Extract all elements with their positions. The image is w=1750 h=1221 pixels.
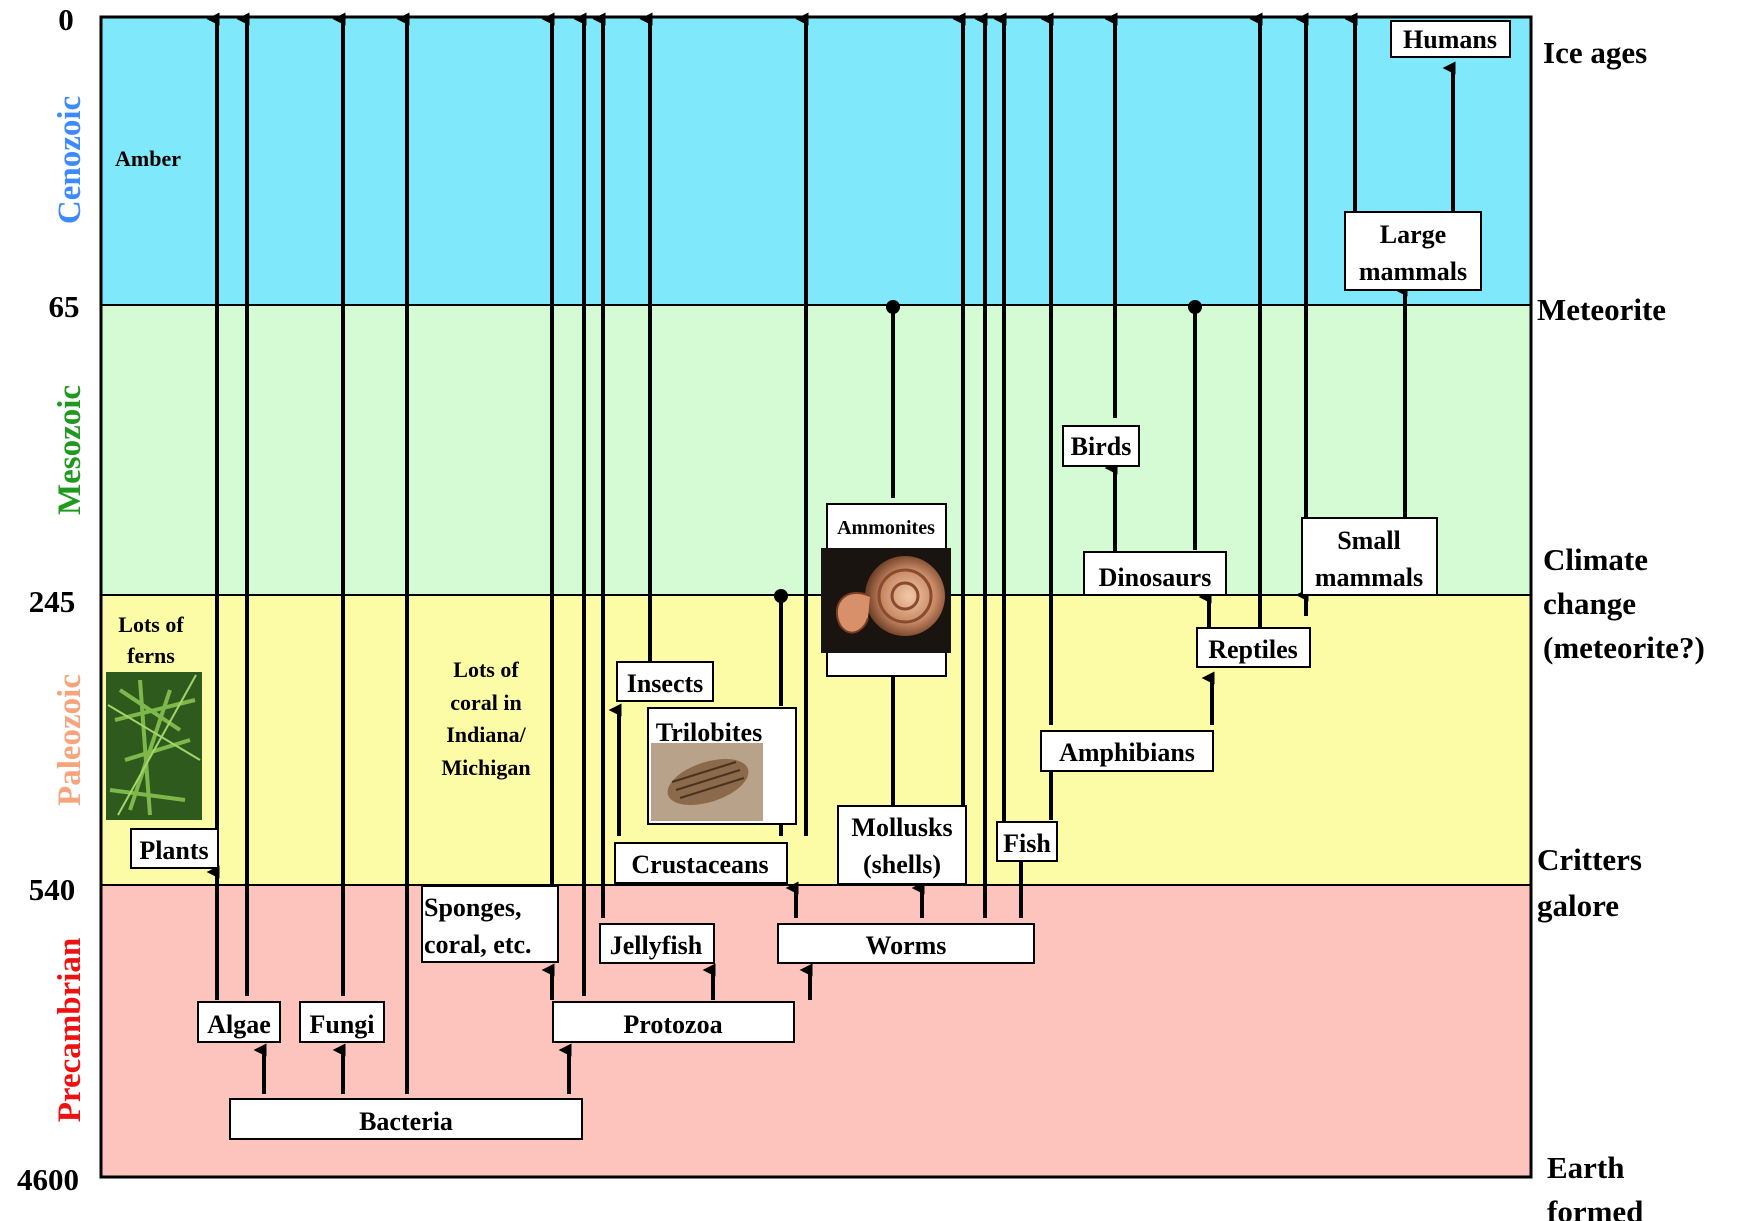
jellyfish-box: Jellyfish [599, 923, 715, 964]
trilobites-extinction-dot [774, 589, 788, 603]
small-mammals-box: Small mammals [1301, 517, 1438, 596]
crustaceans-box: Crustaceans [614, 842, 788, 884]
dinosaurs-box: Dinosaurs [1083, 551, 1227, 596]
note-coral-3: Indiana/ [446, 722, 526, 747]
fish-label: Fish [1003, 829, 1051, 858]
fish-box: Fish [996, 821, 1058, 862]
event-earth-formed-2: formed [1547, 1194, 1643, 1221]
era-label-paleozoic: Paleozoic [52, 674, 88, 806]
diagram-frame [99, 15, 1533, 1179]
tick-540: 540 [29, 872, 76, 907]
event-climate-change-1: Climate [1543, 542, 1648, 577]
insects-label: Insects [627, 669, 704, 698]
event-meteorite: Meteorite [1537, 292, 1666, 327]
reptiles-box: Reptiles [1196, 627, 1311, 668]
era-label-precambrian: Precambrian [52, 938, 88, 1123]
era-label-mesozoic: Mesozoic [52, 385, 88, 515]
plants-box: Plants [130, 828, 219, 869]
mollusks-label-1: Mollusks [851, 813, 952, 842]
paleozoic-band [101, 595, 1531, 885]
event-ice-ages: Ice ages [1543, 35, 1647, 70]
note-ferns-2: ferns [127, 643, 175, 668]
fungi-label: Fungi [309, 1010, 374, 1039]
ammonites-extinction-dot [886, 300, 900, 314]
dinosaurs-label: Dinosaurs [1099, 563, 1212, 592]
worms-box: Worms [777, 923, 1035, 964]
bacteria-box: Bacteria [229, 1098, 583, 1140]
event-critters-galore-2: galore [1537, 888, 1619, 923]
fungi-box: Fungi [299, 1001, 385, 1043]
event-earth-formed-1: Earth [1547, 1150, 1625, 1185]
humans-box: Humans [1390, 20, 1511, 58]
protozoa-label: Protozoa [623, 1010, 722, 1039]
plants-label: Plants [139, 836, 208, 865]
birds-box: Birds [1062, 425, 1140, 467]
algae-box: Algae [197, 1001, 281, 1043]
reptiles-label: Reptiles [1208, 635, 1298, 664]
sponges-label-1: Sponges, [424, 893, 522, 922]
ammonites-label: Ammonites [837, 517, 935, 539]
bacteria-label: Bacteria [359, 1107, 453, 1136]
crustaceans-label: Crustaceans [631, 850, 768, 879]
jellyfish-label: Jellyfish [610, 931, 703, 960]
note-coral-1: Lots of [453, 657, 519, 682]
note-ferns-1: Lots of [118, 612, 184, 637]
amphibians-box: Amphibians [1040, 730, 1214, 772]
event-climate-change-3: (meteorite?) [1543, 630, 1705, 665]
mollusks-box: Mollusks (shells) [837, 805, 967, 885]
ammonite-fossil-icon [821, 548, 951, 653]
sponges-box: Sponges, coral, etc. [421, 885, 559, 963]
tick-4600: 4600 [17, 1162, 79, 1197]
event-climate-change-2: change [1543, 586, 1636, 621]
dinosaurs-extinction-dot [1188, 300, 1202, 314]
sponges-label-2: coral, etc. [424, 930, 532, 959]
tick-245: 245 [29, 584, 76, 619]
large-mammals-label-2: mammals [1359, 257, 1467, 286]
tick-0: 0 [58, 2, 74, 37]
tick-65: 65 [49, 289, 80, 324]
ammonites-box: Ammonites [821, 503, 951, 677]
trilobites-box: Trilobites [647, 707, 797, 825]
insects-box: Insects [616, 661, 714, 702]
trilobite-fossil-icon [651, 743, 763, 821]
worms-label: Worms [866, 931, 947, 960]
algae-label: Algae [207, 1010, 271, 1039]
era-label-cenozoic: Cenozoic [52, 96, 88, 224]
note-coral-4: Michigan [441, 755, 530, 780]
event-critters-galore-1: Critters [1537, 842, 1642, 877]
small-mammals-label-1: Small [1337, 526, 1401, 555]
note-coral-2: coral in [450, 690, 522, 715]
birds-label: Birds [1071, 432, 1132, 461]
fern-photo-icon [106, 672, 202, 820]
mesozoic-band [101, 305, 1531, 595]
amphibians-label: Amphibians [1059, 738, 1195, 767]
humans-label: Humans [1403, 25, 1497, 54]
mollusks-label-2: (shells) [863, 850, 941, 879]
large-mammals-label-1: Large [1380, 220, 1446, 249]
cenozoic-band [101, 17, 1531, 305]
small-mammals-label-2: mammals [1315, 563, 1423, 592]
trilobites-label: Trilobites [656, 718, 762, 747]
protozoa-box: Protozoa [552, 1001, 795, 1043]
note-amber: Amber [115, 146, 181, 171]
large-mammals-box: Large mammals [1344, 211, 1482, 291]
